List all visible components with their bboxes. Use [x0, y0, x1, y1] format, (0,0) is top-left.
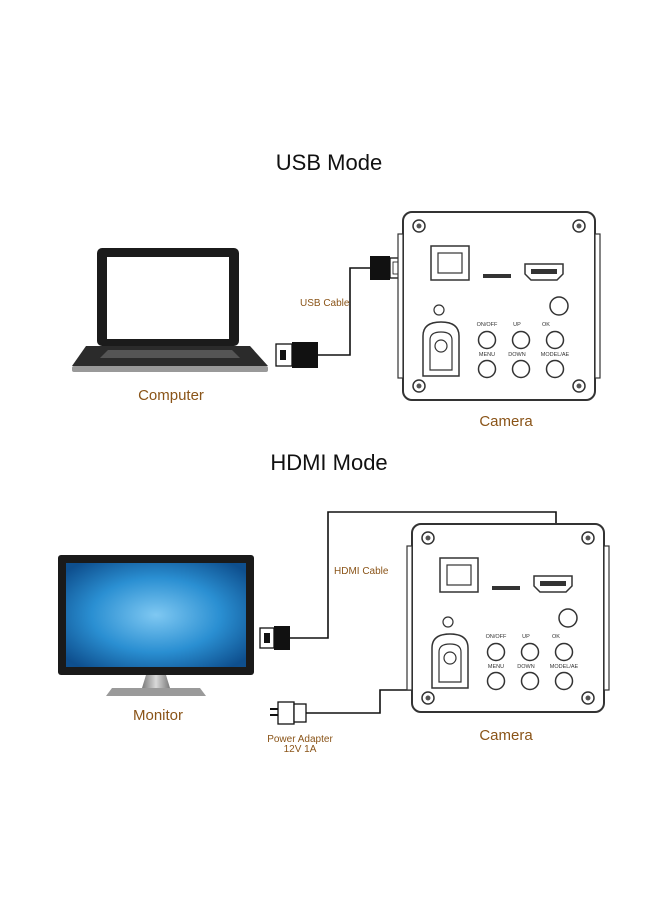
usb-camera-down-label: DOWN [508, 352, 525, 358]
hdmi-camera-menu-label: MENU [488, 664, 504, 670]
power-adapter-icon [270, 689, 412, 725]
monitor-label: Monitor [133, 707, 183, 724]
usb-camera-label: Camera [479, 413, 533, 430]
usb-cable [275, 256, 405, 368]
monitor-icon [58, 555, 254, 696]
usb-mode-title: USB Mode [276, 150, 382, 175]
usb-camera-up-label: UP [513, 322, 521, 328]
usb-camera-onoff-label: ON/OFF [477, 322, 498, 328]
hdmi-mode-title: HDMI Mode [270, 450, 387, 475]
hdmi-camera-label: Camera [479, 727, 533, 744]
hdmi-camera-ok-label: OK [552, 634, 560, 640]
hdmi-camera-model-label: MODEL/AE [550, 664, 579, 670]
power-adapter-rating: 12V 1A [284, 744, 317, 755]
hdmi-camera-onoff-label: ON/OFF [486, 634, 507, 640]
usb-cable-label: USB Cable [300, 298, 350, 309]
power-adapter-label: Power Adapter [267, 734, 333, 745]
usb-camera-model-label: MODEL/AE [541, 352, 570, 358]
laptop-icon [72, 248, 268, 372]
hdmi-camera-panel: ON/OFF UP OK MENU DOWN MODEL/AE [406, 523, 610, 713]
hdmi-camera-down-label: DOWN [517, 664, 534, 670]
usb-camera-ok-label: OK [542, 322, 550, 328]
hdmi-cable-label: HDMI Cable [334, 566, 389, 577]
usb-camera-menu-label: MENU [479, 352, 495, 358]
usb-camera-panel: ON/OFF UP OK MENU DOWN MODEL/AE [397, 211, 601, 401]
hdmi-camera-up-label: UP [522, 634, 530, 640]
computer-label: Computer [138, 387, 204, 404]
